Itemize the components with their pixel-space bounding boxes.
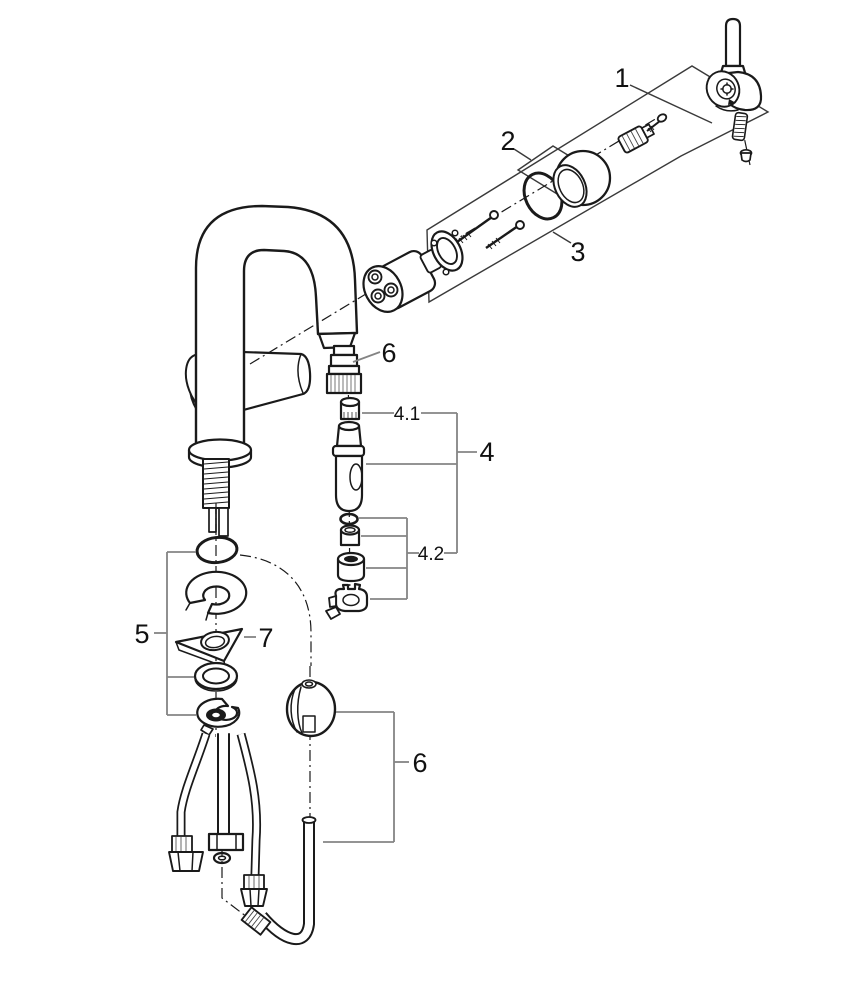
base-o-ring (195, 535, 239, 565)
cartridge-flange (430, 229, 464, 276)
tube-axis (221, 846, 248, 918)
flange-screw-2 (485, 220, 525, 250)
bushing (339, 524, 361, 547)
leader-1 (629, 84, 713, 124)
callout-label-6a: 6 (381, 338, 396, 368)
flange-screw-1 (456, 210, 499, 244)
center-tube (207, 733, 245, 865)
callout-labels: 1 2 3 6 4.1 4 4.2 5 7 6 (134, 63, 629, 778)
pull-out-spray-head (331, 420, 366, 513)
spout-tube (194, 204, 359, 454)
threaded-shank (202, 458, 230, 509)
leader-3 (552, 231, 572, 244)
set-screw (617, 123, 655, 154)
callout-brackets (154, 351, 477, 843)
callout-label-4: 4 (479, 437, 494, 467)
callout-label-3: 3 (570, 237, 585, 267)
spout-coupling (317, 331, 363, 395)
cap-sleeve (552, 149, 612, 208)
cartridge-group (362, 210, 525, 313)
horseshoe-washer (185, 570, 248, 621)
cartridge-ports (367, 269, 399, 304)
retainer-clip (325, 582, 369, 620)
spray-head-adapter (339, 396, 361, 421)
ring-nut (336, 551, 366, 583)
callout-label-5: 5 (134, 619, 149, 649)
hose-weight (285, 679, 337, 738)
callout-label-41: 4.1 (394, 404, 420, 425)
handle-cap (739, 148, 753, 163)
pull-out-hose (240, 816, 317, 946)
callout-label-2: 2 (500, 126, 515, 156)
connection-tubes (208, 507, 229, 537)
leader-6a (352, 351, 381, 363)
leader-2 (513, 148, 532, 161)
o-ring-small (339, 512, 359, 526)
callout-label-6b: 6 (412, 748, 427, 778)
mounting-set (174, 535, 248, 736)
callout-label-1: 1 (614, 63, 629, 93)
tube-o-ring (212, 851, 232, 865)
hose-route-curve (239, 554, 312, 666)
lever-handle (705, 17, 763, 112)
right-supply-hose (236, 732, 268, 907)
washer (193, 661, 239, 692)
mounting-nut (196, 697, 241, 736)
handle-group (617, 17, 763, 163)
spray-head-seal-kit (325, 512, 369, 620)
supply-hoses-and-hose (168, 679, 337, 946)
handle-spring (731, 111, 749, 142)
left-supply-hose (168, 732, 211, 872)
triangular-mounting-bracket (174, 627, 244, 669)
faucet-body (184, 204, 359, 537)
cap-group (522, 149, 612, 221)
callout-label-7: 7 (258, 623, 273, 653)
handle-screw (646, 113, 668, 133)
callout-label-42: 4.2 (418, 544, 444, 565)
